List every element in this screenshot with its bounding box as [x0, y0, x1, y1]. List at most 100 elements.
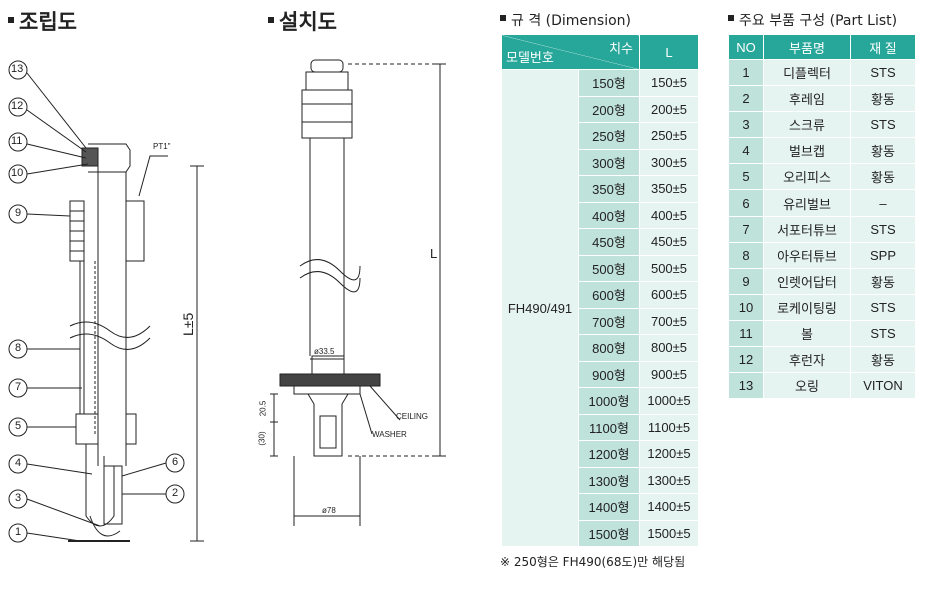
assembly-callout-labels: 13 12 11 10 9 8 7 5 4 3 1 6 2 PT1" L±5: [0, 36, 260, 596]
size-cell: 300형: [578, 148, 640, 176]
ceiling-label: CEILING: [396, 412, 429, 421]
dim-header-l: L: [639, 34, 699, 70]
part-material-cell: 황동: [850, 85, 916, 113]
length-cell: 1500±5: [639, 519, 699, 547]
callout-12: 12: [11, 100, 24, 112]
length-cell: 1000±5: [639, 387, 699, 415]
part-material-cell: STS: [850, 111, 916, 139]
size-cell: 800형: [578, 334, 640, 362]
part-material-cell: STS: [850, 58, 916, 87]
dim2-label: (30): [257, 431, 267, 446]
length-cell: 500±5: [639, 254, 699, 282]
size-cell: 1000형: [578, 387, 640, 415]
callout-9: 9: [15, 207, 22, 219]
thread-label: PT1": [153, 142, 171, 151]
part-name-cell: 로케이팅링: [763, 293, 851, 321]
length-cell: 450±5: [639, 228, 699, 256]
size-cell: 200형: [578, 95, 640, 123]
part-no-cell: 9: [728, 267, 764, 295]
part-material-cell: 황동: [850, 267, 916, 295]
pipe-dia-label: ø33.5: [314, 347, 335, 356]
assembly-title: 조립도: [8, 6, 77, 36]
dim1-label: 20.5: [258, 400, 268, 417]
length-cell: 400±5: [639, 201, 699, 229]
part-name-cell: 벌브캡: [763, 137, 851, 165]
size-cell: 450형: [578, 228, 640, 256]
part-name-cell: 인렛어답터: [763, 267, 851, 295]
length-cell: 1100±5: [639, 413, 699, 441]
part-no-cell: 2: [728, 85, 764, 113]
base-dia-label: ø78: [322, 506, 336, 515]
part-no-cell: 6: [728, 189, 764, 217]
installation-title: 설치도: [268, 6, 337, 36]
callout-8: 8: [15, 342, 22, 354]
part-material-cell: SPP: [850, 241, 916, 269]
length-cell: 250±5: [639, 122, 699, 150]
part-name-cell: 스크류: [763, 111, 851, 139]
part-material-cell: 황동: [850, 346, 916, 374]
length-cell: 700±5: [639, 307, 699, 335]
part-no-cell: 3: [728, 111, 764, 139]
part-name-cell: 유리벌브: [763, 189, 851, 217]
part-no-cell: 8: [728, 241, 764, 269]
callout-10: 10: [11, 167, 24, 179]
callout-6: 6: [172, 456, 179, 468]
callout-11: 11: [11, 135, 23, 147]
callout-4: 4: [15, 457, 22, 469]
length-cell: 1300±5: [639, 466, 699, 494]
callout-1: 1: [15, 526, 22, 538]
bullet-square-icon: [728, 15, 734, 21]
part-name-cell: 디플렉터: [763, 58, 851, 87]
part-no-cell: 5: [728, 163, 764, 191]
length-cell: 1200±5: [639, 440, 699, 468]
washer-label: WASHER: [372, 430, 407, 439]
callout-13: 13: [11, 63, 24, 75]
size-cell: 1200형: [578, 440, 640, 468]
part-material-cell: VITON: [850, 372, 916, 400]
assembly-diagram: [8, 60, 204, 543]
callout-5: 5: [15, 420, 22, 432]
size-cell: 1100형: [578, 413, 640, 441]
size-cell: 700형: [578, 307, 640, 335]
bullet-square-icon: [268, 17, 274, 23]
part-material-cell: 황동: [850, 137, 916, 165]
callout-2: 2: [172, 487, 179, 499]
dimension-title: 규 격 (Dimension): [500, 10, 631, 30]
size-cell: 350형: [578, 175, 640, 203]
dim-header-model-size: 모델번호 치수: [501, 34, 640, 70]
size-cell: 1400형: [578, 493, 640, 521]
part-name-cell: 아우터튜브: [763, 241, 851, 269]
size-cell: 250형: [578, 122, 640, 150]
length-cell: 1400±5: [639, 493, 699, 521]
bullet-square-icon: [500, 15, 506, 21]
part-no-cell: 10: [728, 293, 764, 321]
part-name-cell: 후런자: [763, 346, 851, 374]
part-material-cell: STS: [850, 215, 916, 243]
part-name-cell: 오리피스: [763, 163, 851, 191]
installation-labels: L ø33.5 20.5 (30) CEILING WASHER ø78: [250, 36, 450, 576]
assembly-length-label: L±5: [180, 312, 196, 336]
callout-3: 3: [15, 492, 22, 504]
callout-7: 7: [15, 381, 22, 393]
parts-header-material: 재 질: [850, 34, 916, 60]
footnote: ※ 250형은 FH490(68도)만 해당됨: [500, 555, 686, 569]
size-cell: 400형: [578, 201, 640, 229]
